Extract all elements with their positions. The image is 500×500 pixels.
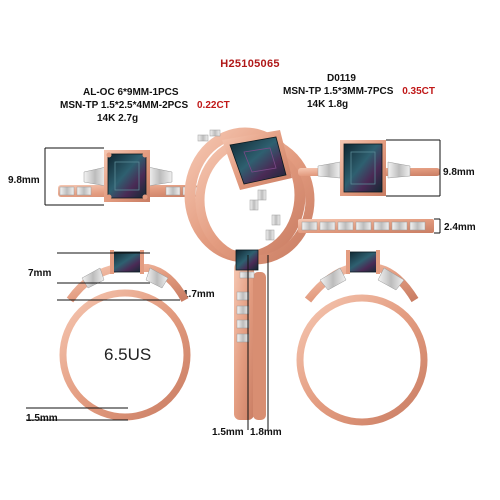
right-spec-line1: D0119 bbox=[327, 73, 356, 84]
dim-ring-height-left: 9.8mm bbox=[8, 175, 40, 186]
dim-shoulder: 1.7mm bbox=[183, 289, 215, 300]
right-spec-stone: MSN-TP 1.5*3MM-7PCS bbox=[283, 86, 394, 97]
left-spec-line1: AL-OC 6*9MM-1PCS bbox=[83, 87, 179, 98]
dim-band-height: 2.4mm bbox=[444, 222, 476, 233]
dim-ring-height-right: 9.8mm bbox=[443, 167, 475, 178]
dim-band-width-left: 1.5mm bbox=[26, 413, 58, 424]
left-spec-carat: 0.22CT bbox=[196, 100, 230, 111]
dim-stone-height: 7mm bbox=[28, 268, 52, 279]
left-spec-metal: 14K 2.7g bbox=[97, 113, 139, 124]
left-spec-stone: MSN-TP 1.5*2.5*4MM-2PCS bbox=[60, 100, 189, 111]
front-view-left bbox=[44, 147, 198, 206]
front-view-right bbox=[298, 139, 441, 234]
dim-side-width-b: 1.8mm bbox=[250, 427, 282, 438]
right-spec-metal: 14K 1.8g bbox=[307, 99, 349, 110]
side-view-left bbox=[26, 250, 191, 421]
left-spec-line2: MSN-TP 1.5*2.5*4MM-2PCS 0.22CT bbox=[60, 99, 230, 112]
right-spec-line2: MSN-TP 1.5*3MM-7PCS 0.35CT bbox=[283, 85, 435, 98]
right-spec-carat: 0.35CT bbox=[402, 86, 435, 97]
dim-side-width-a: 1.5mm bbox=[212, 427, 244, 438]
perspective-view-center bbox=[184, 127, 315, 265]
edge-view-center bbox=[234, 249, 269, 430]
side-view-right bbox=[296, 250, 428, 426]
ring-size-label: 6.5US bbox=[104, 345, 152, 364]
product-code: H25105065 bbox=[220, 58, 280, 70]
